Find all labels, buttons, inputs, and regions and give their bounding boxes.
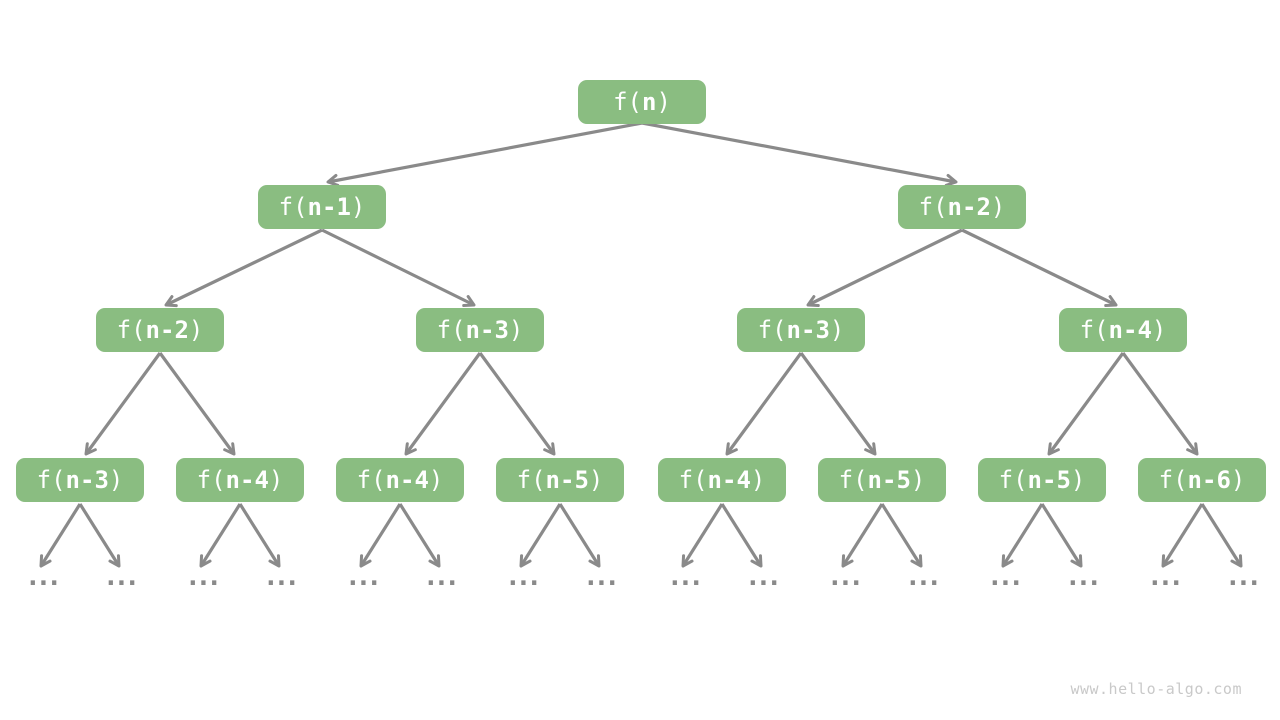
- node-label-prefix: f(: [436, 316, 466, 344]
- watermark: www.hello-algo.com: [1070, 680, 1242, 698]
- node-label-suffix: ): [108, 466, 124, 494]
- node-label-prefix: f(: [356, 466, 386, 494]
- node-label-suffix: ): [1230, 466, 1246, 494]
- node-label-arg: n-4: [225, 466, 269, 494]
- ellipsis-leaf: ...: [827, 562, 864, 592]
- ellipsis-leaf: ...: [667, 562, 704, 592]
- ellipsis-leaf: ...: [745, 562, 782, 592]
- edges-root-to-level2: [326, 121, 958, 187]
- node-l3-2: f(n-3): [737, 308, 865, 352]
- node-label-arg: n-4: [385, 466, 429, 494]
- ellipsis-leaf: ...: [987, 562, 1024, 592]
- node-label-suffix: ): [910, 466, 926, 494]
- node-label-suffix: ): [428, 466, 444, 494]
- node-l4-6: f(n-5): [978, 458, 1106, 502]
- node-label-suffix: ): [268, 466, 284, 494]
- node-label-prefix: f(: [278, 193, 308, 221]
- node-l4-2: f(n-4): [336, 458, 464, 502]
- ellipsis-leaf: ...: [103, 562, 140, 592]
- ellipsis-leaf: ...: [423, 562, 460, 592]
- ellipsis-leaf: ...: [25, 562, 62, 592]
- node-l3-3: f(n-4): [1059, 308, 1187, 352]
- node-l3-0: f(n-2): [96, 308, 224, 352]
- edges-level3-to-level4: [84, 352, 1199, 456]
- node-label-arg: n-2: [947, 193, 991, 221]
- node-label-prefix: f(: [1158, 466, 1188, 494]
- node-label-arg: n: [642, 88, 657, 116]
- node-l1-0: f(n): [578, 80, 706, 124]
- node-label-suffix: ): [350, 193, 366, 221]
- node-l4-3: f(n-5): [496, 458, 624, 502]
- edges-level2-to-level3: [164, 228, 1118, 308]
- node-l4-1: f(n-4): [176, 458, 304, 502]
- node-label-suffix: ): [588, 466, 604, 494]
- node-label-suffix: ): [188, 316, 204, 344]
- ellipsis-leaf: ...: [1147, 562, 1184, 592]
- node-l4-0: f(n-3): [16, 458, 144, 502]
- node-label-arg: n-3: [465, 316, 509, 344]
- node-label-arg: n-6: [1187, 466, 1231, 494]
- ellipsis-leaf: ...: [505, 562, 542, 592]
- node-label-suffix: ): [990, 193, 1006, 221]
- node-label-prefix: f(: [516, 466, 546, 494]
- node-l2-0: f(n-1): [258, 185, 386, 229]
- ellipsis-leaf: ...: [345, 562, 382, 592]
- node-label-suffix: ): [656, 88, 671, 116]
- node-l4-5: f(n-5): [818, 458, 946, 502]
- node-label-suffix: ): [508, 316, 524, 344]
- node-label-arg: n-4: [707, 466, 751, 494]
- node-label-suffix: ): [829, 316, 845, 344]
- node-label-arg: n-3: [786, 316, 830, 344]
- node-label-suffix: ): [1070, 466, 1086, 494]
- node-l4-4: f(n-4): [658, 458, 786, 502]
- node-label-arg: n-5: [867, 466, 911, 494]
- ellipsis-leaf: ...: [185, 562, 222, 592]
- node-label-arg: n-5: [545, 466, 589, 494]
- node-label-arg: n-3: [65, 466, 109, 494]
- node-label-arg: n-2: [145, 316, 189, 344]
- node-label-prefix: f(: [36, 466, 66, 494]
- ellipsis-leaf: ...: [263, 562, 300, 592]
- edges-level4-to-ellipsis: [39, 503, 1243, 568]
- node-label-prefix: f(: [196, 466, 226, 494]
- node-label-suffix: ): [750, 466, 766, 494]
- ellipsis-leaf: ...: [1065, 562, 1102, 592]
- node-label-prefix: f(: [116, 316, 146, 344]
- node-label-prefix: f(: [678, 466, 708, 494]
- node-label-prefix: f(: [998, 466, 1028, 494]
- ellipsis-leaf: ...: [905, 562, 942, 592]
- ellipsis-leaf: ...: [583, 562, 620, 592]
- ellipsis-leaf: ...: [1225, 562, 1262, 592]
- node-label-arg: n-5: [1027, 466, 1071, 494]
- node-label-arg: n-4: [1108, 316, 1152, 344]
- node-label-arg: n-1: [307, 193, 351, 221]
- node-label-prefix: f(: [1079, 316, 1109, 344]
- node-label-suffix: ): [1151, 316, 1167, 344]
- node-l4-7: f(n-6): [1138, 458, 1266, 502]
- node-label-prefix: f(: [838, 466, 868, 494]
- node-label-prefix: f(: [613, 88, 642, 116]
- node-label-prefix: f(: [918, 193, 948, 221]
- node-label-prefix: f(: [757, 316, 787, 344]
- node-l3-1: f(n-3): [416, 308, 544, 352]
- node-l2-1: f(n-2): [898, 185, 1026, 229]
